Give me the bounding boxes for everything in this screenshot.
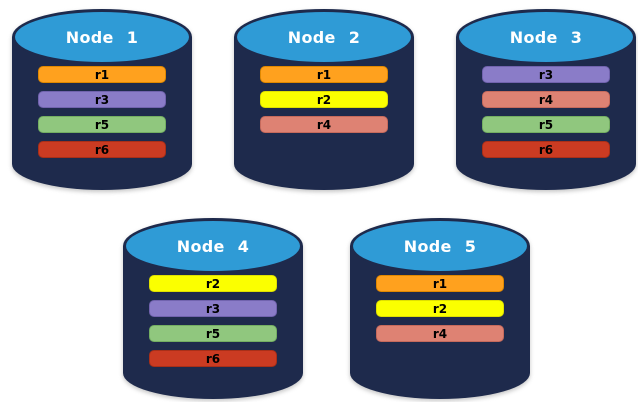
- db-node-node-1: Node 1 r1 r3 r5 r6: [12, 9, 192, 190]
- node-title: Node 1: [65, 27, 139, 47]
- replica-bar-r1: r1: [38, 66, 166, 83]
- node-title: Node 5: [403, 236, 477, 256]
- cylinder-top-ellipse: Node 1: [12, 9, 192, 65]
- replica-bar-r2: r2: [376, 300, 504, 317]
- replica-list: r2 r3 r5 r6: [123, 275, 303, 367]
- replica-bar-r4: r4: [260, 116, 388, 133]
- replica-bar-r6: r6: [482, 141, 610, 158]
- replica-bar-r6: r6: [149, 350, 277, 367]
- replica-bar-r2: r2: [260, 91, 388, 108]
- replica-bar-r4: r4: [482, 91, 610, 108]
- db-node-node-2: Node 2 r1 r2 r4: [234, 9, 414, 190]
- replica-bar-r3: r3: [149, 300, 277, 317]
- replica-list: r1 r2 r4: [234, 66, 414, 133]
- replica-bar-r5: r5: [482, 116, 610, 133]
- cylinder-top-ellipse: Node 2: [234, 9, 414, 65]
- replica-bar-r1: r1: [376, 275, 504, 292]
- replica-bar-r1: r1: [260, 66, 388, 83]
- cylinder-top-ellipse: Node 4: [123, 218, 303, 274]
- replica-list: r3 r4 r5 r6: [456, 66, 636, 158]
- cylinder-top-ellipse: Node 3: [456, 9, 636, 65]
- replica-bar-r5: r5: [149, 325, 277, 342]
- node-title: Node 4: [176, 236, 250, 256]
- db-node-node-4: Node 4 r2 r3 r5 r6: [123, 218, 303, 399]
- replica-bar-r3: r3: [38, 91, 166, 108]
- node-title: Node 2: [287, 27, 361, 47]
- replica-bar-r6: r6: [38, 141, 166, 158]
- replica-bar-r2: r2: [149, 275, 277, 292]
- node-title: Node 3: [509, 27, 583, 47]
- db-node-node-3: Node 3 r3 r4 r5 r6: [456, 9, 636, 190]
- replica-bar-r3: r3: [482, 66, 610, 83]
- node-row-bottom: Node 4 r2 r3 r5 r6 Node 5 r1 r2 r4: [0, 190, 638, 399]
- replica-bar-r4: r4: [376, 325, 504, 342]
- replica-bar-r5: r5: [38, 116, 166, 133]
- cylinder-top-ellipse: Node 5: [350, 218, 530, 274]
- replica-list: r1 r2 r4: [350, 275, 530, 342]
- db-node-node-5: Node 5 r1 r2 r4: [350, 218, 530, 399]
- replica-list: r1 r3 r5 r6: [12, 66, 192, 158]
